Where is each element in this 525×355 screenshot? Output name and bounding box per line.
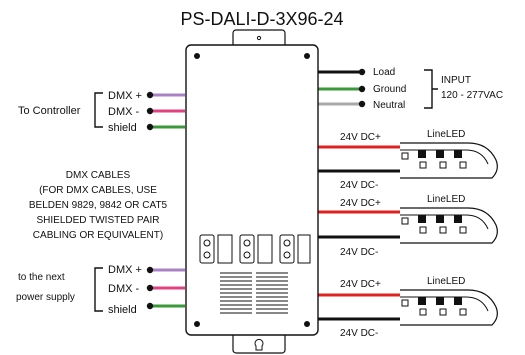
input-wires — [318, 68, 366, 108]
bracket — [424, 69, 438, 109]
led-label: LineLED — [427, 194, 465, 205]
next-supply-label-line1: to the next — [18, 272, 65, 283]
note-line: (FOR DMX CABLES, USE — [39, 185, 157, 196]
dmx-cable-note: DMX CABLES (FOR DMX CABLES, USE BELDEN 9… — [29, 170, 168, 241]
neutral-label: Neutral — [373, 100, 405, 111]
led-strip-1: LineLED — [400, 129, 498, 179]
terminal-blocks — [199, 234, 311, 264]
led-label: LineLED — [427, 129, 465, 140]
dc-plus-label: 24V DC+ — [340, 132, 381, 143]
shield-label: shield — [108, 122, 137, 134]
note-line: CABLING OR EQUIVALENT) — [33, 230, 163, 241]
wire-end-dot — [146, 284, 154, 292]
wire-end-dot — [358, 85, 366, 93]
note-line: BELDEN 9829, 9842 OR CAT5 — [29, 200, 168, 211]
wire-end-dot — [146, 107, 154, 115]
dmx-plus-label: DMX + — [108, 264, 142, 276]
dc-plus-label: 24V DC+ — [340, 279, 381, 290]
voltage-label: 120 - 277VAC — [441, 90, 503, 101]
wire-end-dot — [146, 266, 154, 274]
led-strip-3: LineLED — [400, 276, 498, 326]
shield-label: shield — [108, 304, 137, 316]
wire-end-dot — [358, 68, 366, 76]
led-label: LineLED — [427, 276, 465, 287]
bracket — [94, 267, 103, 312]
dmx-plus-label: DMX + — [108, 90, 142, 102]
dc-minus-label: 24V DC- — [340, 180, 378, 191]
dmx-top-labels: To Controller DMX + DMX - shield — [18, 90, 142, 134]
dmx-bottom-labels: to the next power supply DMX + DMX - shi… — [16, 264, 142, 316]
output-wires — [318, 145, 400, 321]
wire-end-dot — [146, 91, 154, 99]
input-labels: Load Ground Neutral INPUT 120 - 277VAC — [373, 67, 503, 111]
vent-grille — [220, 272, 288, 314]
diagram-title: PS-DALI-D-3X96-24 — [180, 9, 343, 29]
dc-plus-label: 24V DC+ — [340, 198, 381, 209]
note-line: DMX CABLES — [66, 170, 131, 181]
power-supply-body — [185, 44, 319, 336]
wire-end-dot — [146, 123, 154, 131]
note-line: SHIELDED TWISTED PAIR — [37, 215, 160, 226]
bottom-mounting-tab — [232, 332, 286, 354]
input-label: INPUT — [441, 75, 471, 86]
output-labels: 24V DC+ 24V DC- 24V DC+ 24V DC- 24V DC+ … — [340, 132, 381, 339]
dmx-minus-label: DMX - — [108, 106, 140, 118]
ground-label: Ground — [373, 84, 406, 95]
wire-end-dot — [146, 302, 154, 310]
wire-end-dot — [358, 100, 366, 108]
next-supply-label-line2: power supply — [16, 292, 75, 303]
dmx-top-wires — [146, 91, 185, 131]
load-label: Load — [373, 67, 395, 78]
led-strip-2: LineLED — [400, 194, 498, 244]
to-controller-label: To Controller — [18, 105, 81, 117]
dc-minus-label: 24V DC- — [340, 328, 378, 339]
bracket — [94, 92, 103, 128]
dmx-bottom-wires — [146, 266, 185, 310]
dmx-minus-label: DMX - — [108, 283, 140, 295]
dc-minus-label: 24V DC- — [340, 247, 378, 258]
